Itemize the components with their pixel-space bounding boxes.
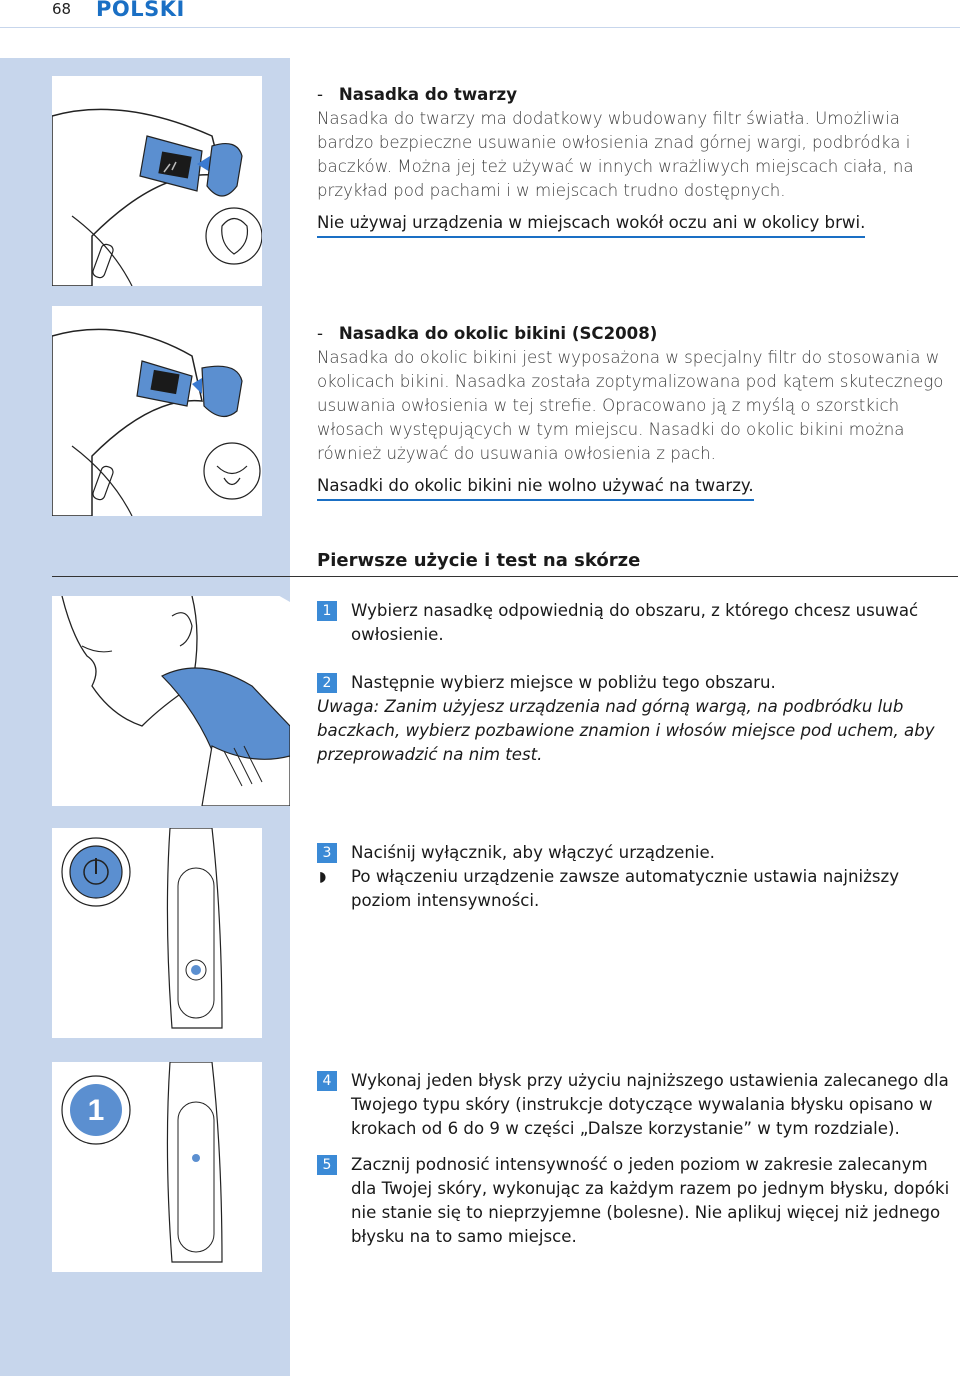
corner-fold [262, 586, 290, 618]
skin-test-illustration [52, 596, 290, 806]
note: Uwaga: Zanim użyjesz urządzenia nad górn… [317, 697, 935, 764]
bikini-attachment-heading: - Nasadka do okolic bikini (SC2008) [317, 324, 658, 343]
step-number: 5 [317, 1155, 337, 1175]
step-text: Wykonaj jeden błysk przy użyciu najniższ… [351, 1071, 949, 1138]
facial-attachment-body: Nasadka do twarzy ma dodatkowy wbudowany… [317, 109, 914, 200]
step-3: 3 Naciśnij wyłącznik, aby włączyć urządze… [317, 841, 953, 865]
step-5: 5 Zacznij podnosić intensywność o jeden p… [317, 1153, 953, 1249]
result-arrow-icon: ◗ [319, 869, 327, 885]
result-text: Po włączeniu urządzenie zawsze automatyc… [351, 867, 900, 910]
section-rule [52, 576, 958, 577]
step-2: 2 Następnie wybierz miejsce w pobliżu teg… [317, 671, 953, 695]
bikini-attachment-warning: Nasadki do okolic bikini nie wolno używa… [317, 474, 754, 501]
bikini-attachment-section: - Nasadka do okolic bikini (SC2008) Nasa… [317, 322, 953, 501]
steps-1-2: 1 Wybierz nasadkę odpowiednią do obszaru,… [317, 599, 953, 767]
power-on-illustration [52, 828, 262, 1038]
facial-attachment-heading: - Nasadka do twarzy [317, 85, 518, 104]
facial-attachment-section: - Nasadka do twarzy Nasadka do twarzy ma… [317, 83, 953, 238]
section-title: Pierwsze użycie i test na skórze [317, 550, 641, 571]
flash-badge-number: 1 [88, 1094, 105, 1127]
facial-attachment-illustration [52, 76, 262, 286]
facial-attachment-warning: Nie używaj urządzenia w miejscach wokół … [317, 211, 866, 238]
steps-4-5: 4 Wykonaj jeden błysk przy użyciu najniżs… [317, 1069, 953, 1249]
step-3-result: ◗ Po włączeniu urządzenie zawsze automaty… [317, 865, 953, 913]
corner-fold [262, 296, 290, 328]
bikini-attachment-illustration [52, 306, 262, 516]
step-3-section: 3 Naciśnij wyłącznik, aby włączyć urządze… [317, 841, 953, 913]
language-label: POLSKI [96, 0, 185, 21]
step-text: Wybierz nasadkę odpowiednią do obszaru, … [351, 601, 919, 644]
step-1: 1 Wybierz nasadkę odpowiednią do obszaru,… [317, 599, 953, 647]
step-4: 4 Wykonaj jeden błysk przy użyciu najniżs… [317, 1069, 953, 1141]
step-number: 1 [317, 601, 337, 621]
step-text: Naciśnij wyłącznik, aby włączyć urządzen… [351, 843, 715, 862]
step-number: 3 [317, 843, 337, 863]
step-text: Zacznij podnosić intensywność o jeden po… [351, 1155, 950, 1246]
step-text: Następnie wybierz miejsce w pobliżu tego… [351, 673, 776, 692]
page-number: 68 [52, 0, 72, 18]
flash-illustration: 1 [52, 1062, 262, 1272]
corner-fold [262, 818, 290, 850]
header-rule [0, 27, 960, 28]
corner-fold [262, 60, 290, 92]
bikini-attachment-body: Nasadka do okolic bikini jest wyposażona… [317, 348, 944, 463]
step-number: 2 [317, 673, 337, 693]
step-number: 4 [317, 1071, 337, 1091]
